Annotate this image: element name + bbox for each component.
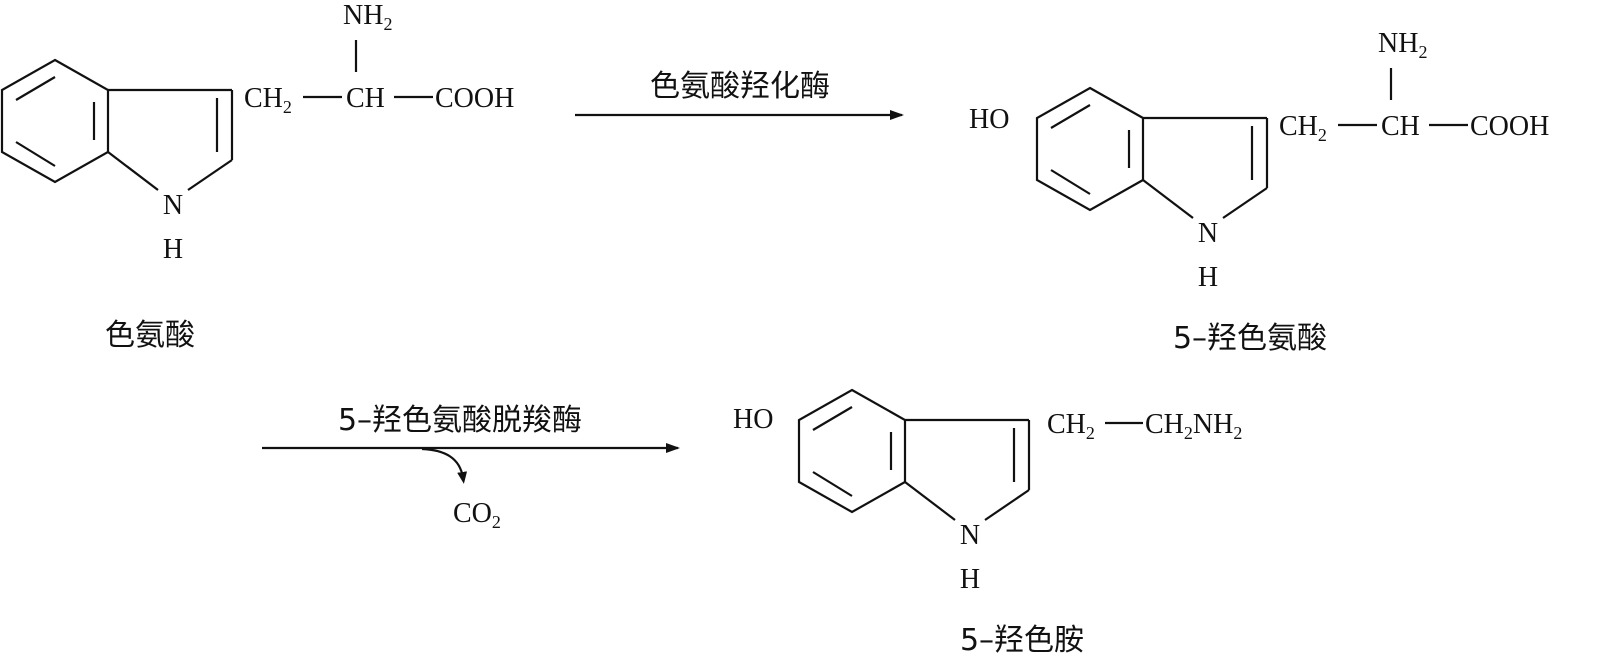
- ch2-label: CH2: [1279, 111, 1327, 145]
- bond: [984, 489, 1030, 521]
- benzene-ring: [797, 388, 907, 514]
- bond: [904, 481, 956, 521]
- hydrogen-label: H: [1198, 262, 1218, 293]
- hydroxytryptophan-name: 5–羟色氨酸: [1173, 321, 1327, 356]
- double-bond: [15, 141, 56, 167]
- nitrogen-label: N: [163, 190, 183, 221]
- hydrogen-label: H: [960, 564, 980, 595]
- bond: [187, 159, 233, 191]
- bond: [1142, 179, 1194, 219]
- cooh-label: COOH: [1470, 111, 1549, 142]
- tryptophan-name: 色氨酸: [105, 318, 195, 353]
- enzyme-label-2: 5–羟色氨酸脱羧酶: [338, 403, 582, 438]
- enzyme-label-1: 色氨酸羟化酶: [650, 69, 830, 104]
- nh2-label: NH2: [343, 0, 392, 34]
- cooh-label: COOH: [435, 83, 514, 114]
- ch2-label: CH2: [244, 83, 292, 117]
- serotonin-structure: N H HO CH2 CH2NH2: [733, 388, 1242, 595]
- bond: [1222, 187, 1268, 219]
- benzene-ring: [0, 58, 110, 184]
- nitrogen-label: N: [960, 520, 980, 551]
- co2-label: CO2: [453, 498, 501, 532]
- double-bond: [15, 76, 56, 101]
- hydroxyl-label: HO: [733, 404, 773, 435]
- nitrogen-label: N: [1198, 218, 1218, 249]
- ch2nh2-label: CH2NH2: [1145, 409, 1242, 443]
- double-bond: [1050, 169, 1091, 195]
- hydroxyl-label: HO: [969, 104, 1009, 135]
- ch2-label: CH2: [1047, 409, 1095, 443]
- double-bond: [1050, 104, 1091, 129]
- reaction-step-1: 色氨酸羟化酶: [575, 69, 904, 120]
- bond: [107, 151, 159, 191]
- double-bond: [812, 406, 853, 431]
- hydrogen-label: H: [163, 234, 183, 265]
- double-bond: [812, 471, 853, 497]
- tryptophan-structure: N H CH2 CH COOH NH2: [0, 0, 514, 265]
- reaction-step-2: 5–羟色氨酸脱羧酶 CO2: [262, 403, 680, 532]
- byproduct-arrow: [421, 447, 468, 484]
- serotonin-name: 5–羟色胺: [960, 623, 1084, 658]
- ch-label: CH: [1381, 111, 1420, 142]
- benzene-ring: [1035, 86, 1145, 212]
- hydroxytryptophan-structure: N H HO CH2 CH COOH NH2: [969, 28, 1549, 293]
- nh2-label: NH2: [1378, 28, 1427, 62]
- ch-label: CH: [346, 83, 385, 114]
